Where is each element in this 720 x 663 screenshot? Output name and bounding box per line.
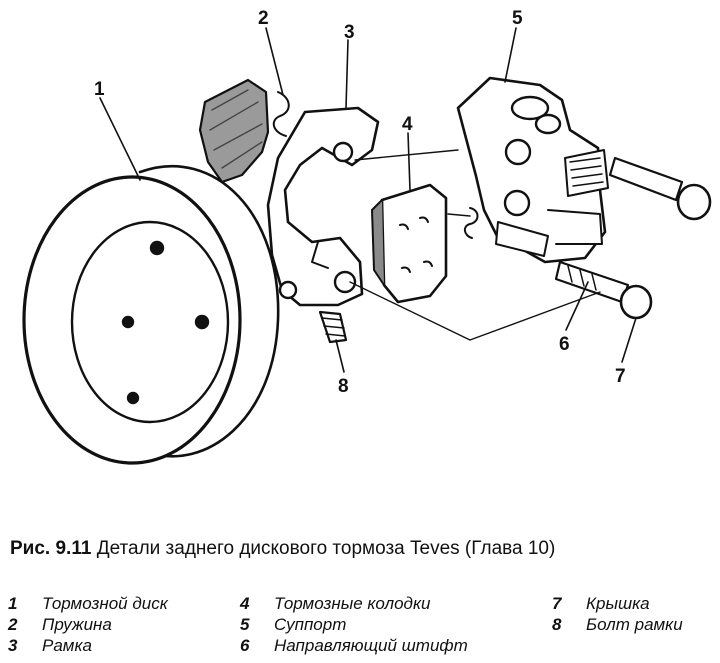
frame-bolt (318, 310, 348, 344)
exploded-view-diagram: 1 2 3 4 5 6 7 8 (22, 8, 712, 465)
brake-disc (22, 165, 280, 465)
figure-caption: Рис. 9.11 Детали заднего дискового тормо… (10, 538, 716, 560)
callout-1: 1 (94, 79, 105, 100)
caliper-frame (266, 106, 380, 307)
assembly-lines (349, 149, 601, 341)
caliper (456, 76, 609, 264)
callout-8: 8 (338, 376, 349, 397)
callout-7: 7 (615, 366, 626, 387)
callout-2: 2 (258, 8, 269, 29)
spring-clip (272, 91, 479, 239)
callout-4: 4 (402, 114, 413, 135)
figure-number: Рис. 9.11 (10, 538, 92, 559)
brake-pad-outer (198, 78, 270, 184)
callout-5: 5 (512, 8, 523, 29)
leader-lines (99, 27, 637, 373)
callout-6: 6 (559, 334, 570, 355)
callout-3: 3 (344, 22, 355, 43)
callout-labels: 1 2 3 4 5 6 7 8 (94, 8, 626, 397)
cap (619, 183, 712, 320)
brake-pad-inner (371, 183, 448, 304)
figure-title: Детали заднего дискового тормоза Teves (… (96, 538, 556, 559)
